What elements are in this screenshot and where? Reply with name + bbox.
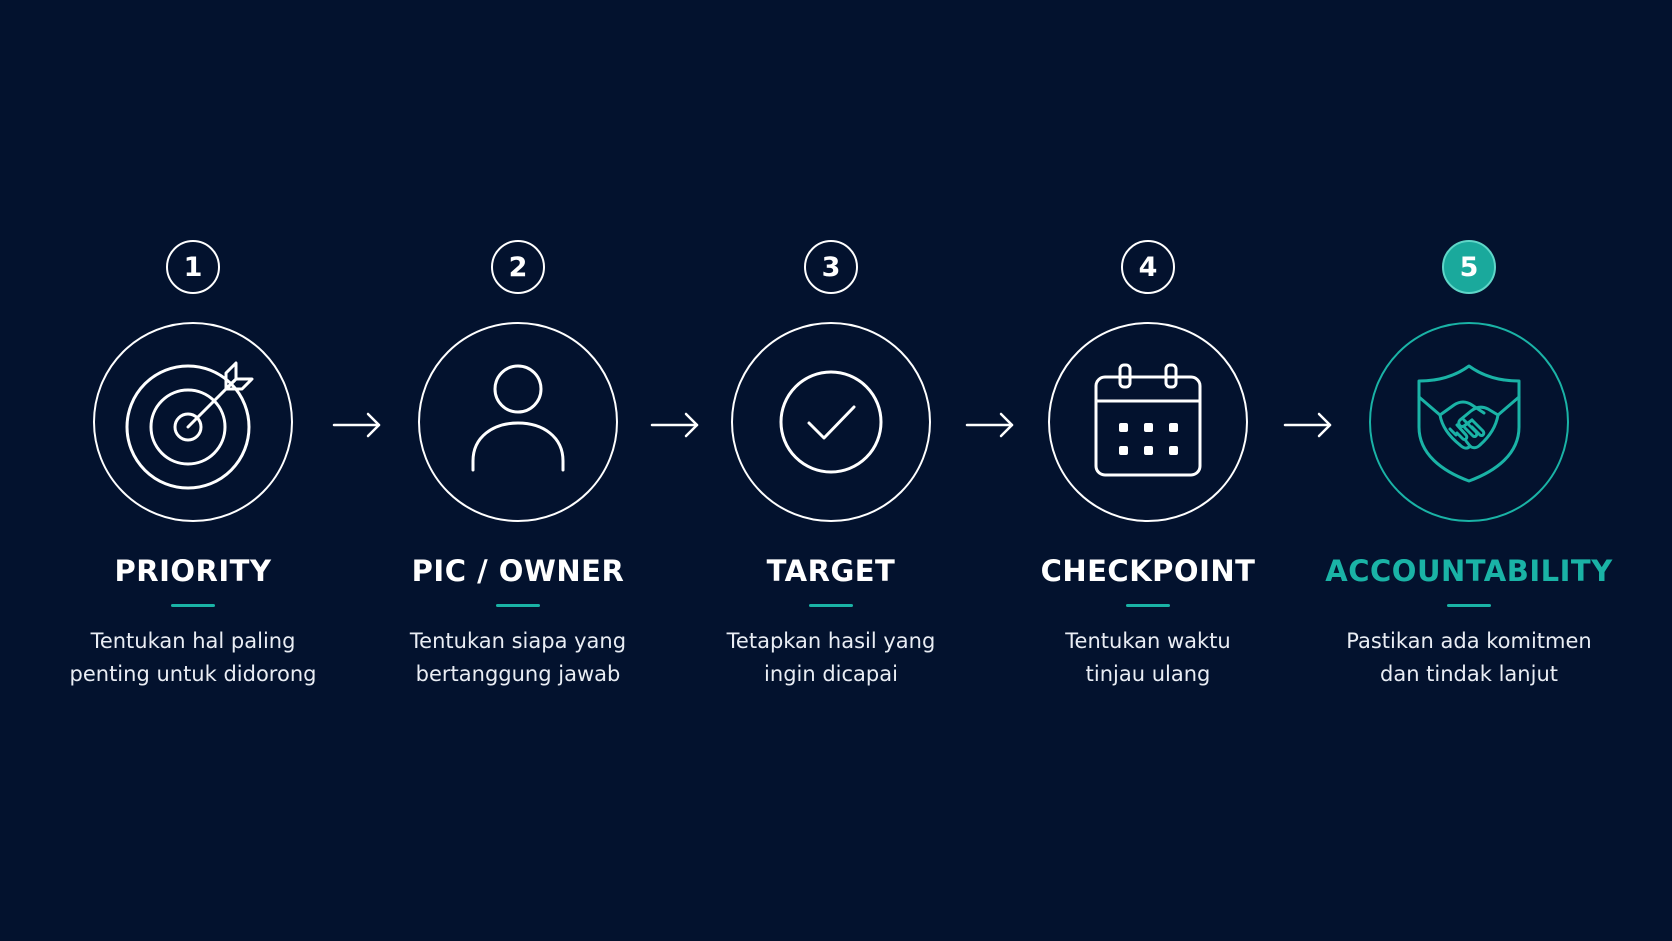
icon-ring — [1369, 322, 1569, 522]
step-description: Tetapkan hasil yang ingin dicapai — [671, 625, 991, 691]
check-circle-icon — [779, 370, 883, 474]
step-description-line: Tentukan siapa yang — [409, 628, 627, 653]
step-description-line: Tentukan waktu — [1065, 628, 1231, 653]
step-description-line: penting untuk didorong — [69, 661, 317, 686]
step-title: TARGET — [766, 554, 896, 588]
target-arrow-icon — [125, 361, 254, 490]
step-description-line: dan tindak lanjut — [1380, 661, 1558, 686]
person-icon — [471, 364, 565, 472]
step-number-badge: 1 — [166, 240, 220, 294]
title-underline — [171, 603, 215, 607]
step-number-badge: 4 — [1121, 240, 1175, 294]
step-title: ACCOUNTABILITY — [1325, 554, 1613, 588]
step-description-line: bertanggung jawab — [415, 661, 621, 686]
step-number-badge: 3 — [804, 240, 858, 294]
step-priority: 1 PRIORITY Tentukan hal paling penting u… — [23, 240, 363, 691]
step-accountability: 5 ACCOUNTABILITY Pastikan ada komitmen — [1299, 240, 1639, 691]
calendar-icon — [1094, 363, 1202, 477]
step-checkpoint: 4 CHECKPOINT Tentukan waktu ti — [978, 240, 1318, 691]
step-pic-owner: 2 PIC / OWNER Tentukan siapa yang bertan… — [348, 240, 688, 691]
icon-ring — [418, 322, 618, 522]
step-description: Tentukan waktu tinjau ulang — [988, 625, 1308, 691]
title-underline — [1447, 603, 1491, 607]
title-underline — [809, 603, 853, 607]
step-description: Pastikan ada komitmen dan tindak lanjut — [1309, 625, 1629, 691]
shield-handshake-icon — [1417, 364, 1521, 483]
step-description-line: Tentukan hal paling — [90, 628, 296, 653]
step-description: Tentukan siapa yang bertanggung jawab — [358, 625, 678, 691]
step-number-badge: 2 — [491, 240, 545, 294]
step-description-line: Tetapkan hasil yang — [726, 628, 936, 653]
step-number-badge: 5 — [1442, 240, 1496, 294]
arrow-right-icon — [650, 412, 699, 438]
arrow-right-icon — [965, 412, 1014, 438]
step-description: Tentukan hal paling penting untuk didoro… — [33, 625, 353, 691]
step-description-line: Pastikan ada komitmen — [1346, 628, 1592, 653]
step-target: 3 TARGET Tetapkan hasil yang ingin dicap… — [661, 240, 1001, 691]
icon-ring — [731, 322, 931, 522]
icon-ring — [1048, 322, 1248, 522]
step-description-line: ingin dicapai — [764, 661, 898, 686]
title-underline — [496, 603, 540, 607]
icon-ring — [93, 322, 293, 522]
title-underline — [1126, 603, 1170, 607]
arrow-right-icon — [332, 412, 381, 438]
step-title: PIC / OWNER — [411, 554, 625, 588]
step-title: CHECKPOINT — [1040, 554, 1256, 588]
step-description-line: tinjau ulang — [1085, 661, 1211, 686]
step-title: PRIORITY — [114, 554, 272, 588]
arrow-right-icon — [1283, 412, 1332, 438]
